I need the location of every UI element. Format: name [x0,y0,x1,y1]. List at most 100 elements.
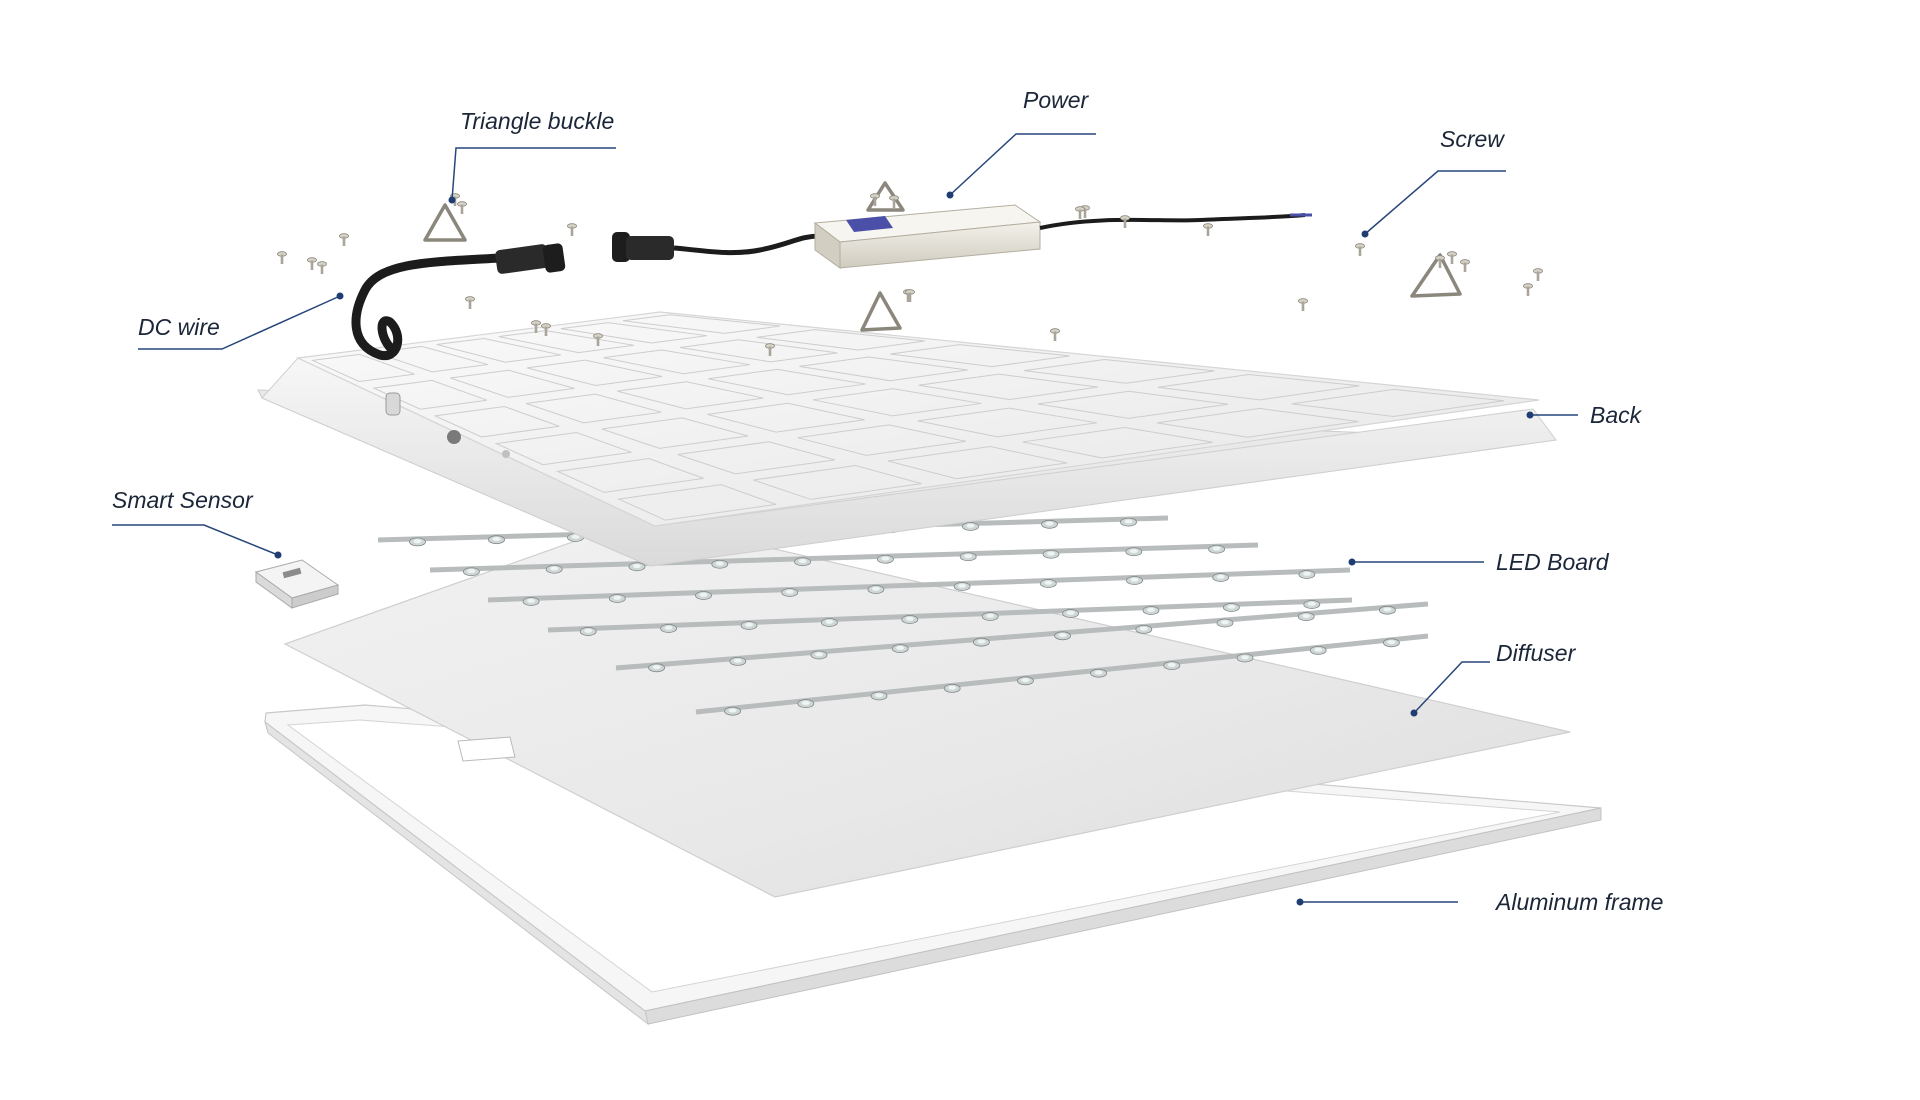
back-grid-cell [797,424,967,456]
led-emitter [1062,609,1080,618]
screw [457,201,467,215]
power-driver-part [813,204,1312,269]
back-grid-cell [310,353,415,382]
label-triangle-buckle: Triangle buckle [460,108,614,134]
back-grid-cell [525,393,662,424]
label-screw: Screw [1440,126,1505,152]
back-grid-cell [918,373,1098,401]
led-emitter [579,627,597,636]
led-emitter [1120,517,1137,527]
led-emitter [1208,544,1226,554]
label-led-board: LED Board [1496,549,1610,575]
led-emitter [711,559,729,569]
screw [1355,243,1365,257]
back-grid-cell [756,329,925,351]
led-emitter [962,522,979,531]
back-grid-cell [707,402,865,433]
dc-wire-part [351,232,821,361]
back-grid-cell [374,345,488,373]
screw [1203,223,1213,237]
led-emitter [1090,668,1108,678]
led-emitter [781,588,799,597]
back-grid-cell [617,381,764,410]
screw [567,223,577,237]
back-grid-cell [555,458,704,493]
back-grid-cell [799,356,968,382]
led-emitter [648,663,666,673]
led-emitter [891,644,909,654]
led-emitter [1236,653,1254,663]
back-grid-cell [753,465,922,500]
led-emitter [1039,579,1057,588]
led-emitter [628,562,646,572]
led-emitter [1163,661,1181,671]
back-grid-cell [526,359,663,387]
back-grid-cell [1157,373,1360,401]
screw [277,251,287,265]
led-strip [487,567,1351,603]
back-grid-cell [601,417,749,449]
led-emitter [1297,612,1315,622]
back-grid-cell [887,446,1068,480]
back-grid-cell [680,339,838,363]
back-grid-cell [1022,426,1213,459]
screw [307,257,317,271]
back-grid-cell [1157,407,1359,438]
led-emitter [740,621,758,630]
label-smart-sensor: Smart Sensor [112,487,254,513]
led-emitter [820,618,838,627]
screw [1460,259,1470,273]
led-emitter [876,554,894,564]
led-strip [615,601,1429,671]
led-emitter [810,650,828,660]
led-emitter [1042,549,1060,559]
led-emitter [972,637,990,647]
led-strip [695,633,1429,715]
led-emitter [1016,676,1034,686]
screw [1533,268,1543,282]
screw [1050,328,1060,342]
label-aluminum-frame: Aluminum frame [1494,889,1663,915]
label-diffuser: Diffuser [1496,640,1577,666]
led-emitter [1216,618,1234,628]
led-emitter [695,591,712,600]
back-grid-cell [603,349,750,375]
led-emitter [545,564,563,574]
back-grid-cell [708,368,866,396]
led-emitter [1126,576,1143,585]
led-emitter [959,552,977,562]
screw [1075,206,1085,220]
callout-labels: Triangle buckle Power Screw DC wire Back… [112,87,1663,915]
screw [1447,251,1457,265]
screw [1523,283,1533,297]
led-emitter [1309,645,1327,655]
led-emitter [794,557,812,567]
back-grid-cell [1291,388,1505,417]
led-emitter [1298,570,1316,579]
led-emitter [409,537,426,547]
back-grid-cell [622,314,781,334]
back-grid-cell [677,441,835,475]
led-emitter [1125,547,1143,557]
led-strip [429,542,1259,573]
label-back: Back [1590,402,1643,428]
led-emitter [953,582,971,591]
back-grid-cell [494,431,632,466]
led-emitter [1212,573,1230,582]
back-grid-cell [917,407,1098,438]
back-grid-cell [1024,359,1215,384]
led-emitter [1041,519,1058,529]
label-power: Power [1023,87,1090,113]
screw [465,296,475,310]
led-emitter [522,597,540,606]
led-emitter [901,615,919,624]
led-emitter [462,567,480,577]
led-emitter [1303,600,1321,609]
led-emitter [1382,638,1400,648]
smart-sensor-part [254,559,340,609]
led-emitter [1142,606,1160,615]
led-emitter [660,624,678,633]
diffuser-part [283,517,1571,898]
led-emitter [870,691,888,701]
